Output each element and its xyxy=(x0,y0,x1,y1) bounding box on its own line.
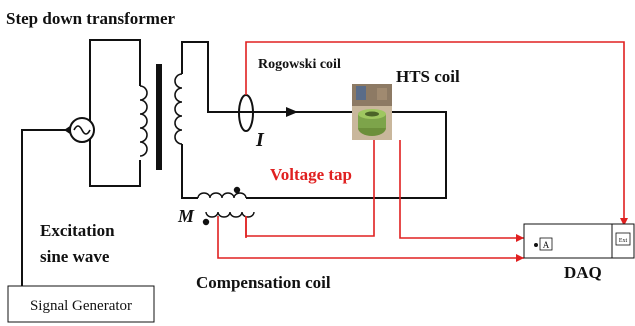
voltage-tap-label: Voltage tap xyxy=(270,165,352,184)
daq-input-a-label: A xyxy=(543,240,550,250)
primary-circuit-wires xyxy=(21,39,141,286)
transformer-core xyxy=(156,64,162,170)
secondary-winding xyxy=(174,73,183,145)
primary-winding xyxy=(139,85,148,157)
secondary-circuit-wires xyxy=(181,41,447,199)
signal-wires xyxy=(217,41,625,259)
daq-box xyxy=(523,223,635,259)
hts-coil-photo xyxy=(352,84,392,140)
hts-coil-label: HTS coil xyxy=(396,67,460,86)
current-arrow-icon xyxy=(286,107,298,117)
current-label: I xyxy=(255,129,265,151)
signal-arrow-icon xyxy=(516,254,524,262)
excitation-label-line2: sine wave xyxy=(40,247,110,266)
signal-generator-label: Signal Generator xyxy=(30,298,132,314)
mutual-inductance-label: M xyxy=(177,206,195,226)
daq-label: DAQ xyxy=(564,263,602,282)
signal-arrow-icon xyxy=(620,218,628,226)
signal-generator-box xyxy=(7,285,155,323)
daq-input-ext-label: Ext xyxy=(619,238,628,244)
ac-source-icon xyxy=(64,117,95,143)
rogowski-coil-label: Rogowski coil xyxy=(258,57,341,72)
compensation-coil-label: Compensation coil xyxy=(196,273,331,292)
transformer-title: Step down transformer xyxy=(6,9,175,28)
excitation-label-line1: Excitation xyxy=(40,221,115,240)
compensation-coil-icon xyxy=(197,186,255,226)
signal-arrow-icon xyxy=(516,234,524,242)
